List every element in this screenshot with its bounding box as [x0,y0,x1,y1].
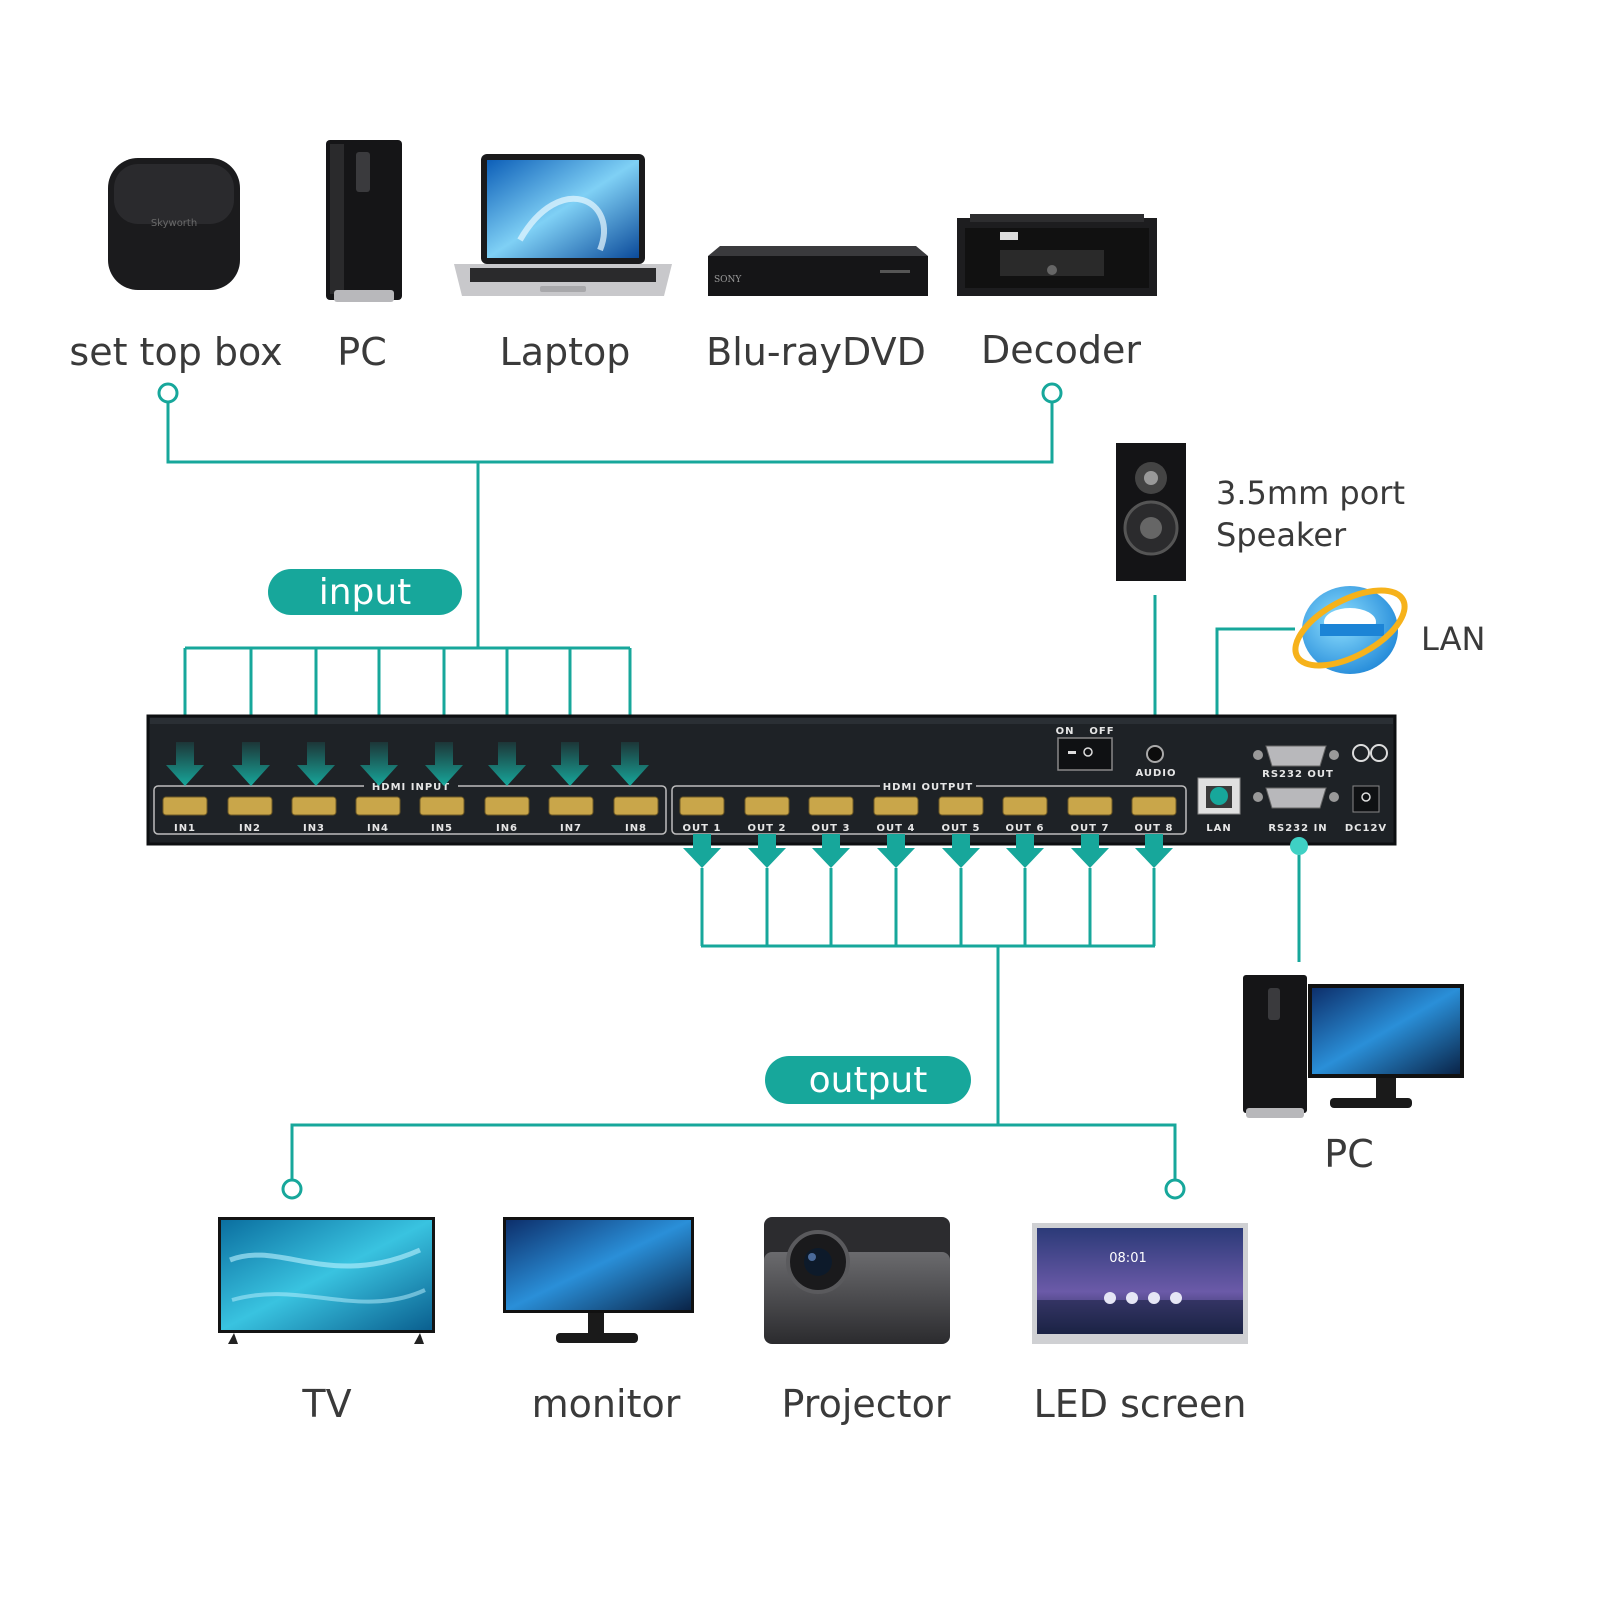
switch-off-label: OFF [1089,726,1114,737]
input-badge: input [268,569,462,615]
hdmi-output-port [808,796,854,816]
decoder-label: Decoder [981,328,1141,372]
led-screen-label: LED screen [1033,1382,1247,1426]
monitor-label: monitor [531,1382,681,1426]
hdmi-input-title: HDMI INPUT [372,782,450,793]
hdmi-input-port [291,796,337,816]
input-port-label: IN4 [367,823,389,834]
bluray-label: Blu-rayDVD [706,330,926,374]
input-port-label: IN3 [303,823,325,834]
hdmi-output-port [873,796,919,816]
projector-label: Projector [781,1382,951,1426]
tv-label: TV [302,1382,352,1426]
hdmi-output-port [1131,796,1177,816]
input-arrows [166,742,649,786]
stb-connector-dot [157,382,179,404]
decoder-icon [957,214,1157,296]
hdmi-matrix-device: HDMI INPUT HDMI OUTPUT IN1 IN2 IN3 IN4 I… [146,714,1397,846]
hdmi-input-ports [162,796,659,816]
lan-port-label: LAN [1206,823,1231,834]
projector-icon [764,1217,950,1344]
bluray-brand-text: SONY [714,275,742,285]
bluray-player-icon: SONY [708,246,928,296]
speaker-icon [1116,443,1186,581]
speaker-label: Speaker [1216,516,1347,554]
monitor-icon [503,1217,694,1343]
dc-label: DC12V [1345,823,1387,834]
pc-source-label: PC [337,330,387,374]
speaker-port-label: 3.5mm port [1216,474,1405,512]
hdmi-input-port [419,796,465,816]
audio-label: AUDIO [1135,768,1176,779]
set-top-box-icon: Skyworth [108,158,240,290]
tv-icon [218,1217,435,1344]
rs232-out-label: RS232 OUT [1262,769,1334,780]
hdmi-output-port [744,796,790,816]
lan-label: LAN [1421,620,1486,658]
input-port-label: IN1 [174,823,196,834]
input-port-label: IN7 [560,823,582,834]
output-port-label: OUT 6 [1006,823,1045,834]
hdmi-input-port [548,796,594,816]
rs232-in-port [1265,787,1327,809]
hdmi-input-port [355,796,401,816]
hdmi-output-title: HDMI OUTPUT [883,782,974,793]
input-port-label: IN2 [239,823,261,834]
output-port-label: OUT 7 [1071,823,1110,834]
input-port-label: IN6 [496,823,518,834]
hdmi-output-port [938,796,984,816]
output-port-label: OUT 4 [877,823,916,834]
hdmi-output-ports [679,796,1177,816]
output-port-label: OUT 8 [1135,823,1174,834]
audio-jack [1146,745,1164,763]
output-wiring [290,868,1177,1182]
hdmi-output-port [679,796,725,816]
ground-terminal [1352,744,1370,762]
rs232-in-dot [1290,837,1308,855]
output-badge: output [765,1056,971,1104]
internet-explorer-icon [1292,586,1408,674]
control-pc-label: PC [1324,1132,1374,1176]
pc-tower-icon [326,140,402,302]
hdmi-input-port [162,796,208,816]
decoder-connector-dot [1041,382,1063,404]
hdmi-input-port [484,796,530,816]
led-connector-dot [1164,1178,1186,1200]
led-clock-text: 08:01 [1109,1251,1146,1266]
hdmi-input-port [613,796,659,816]
hdmi-input-port [227,796,273,816]
set-top-box-label: set top box [69,330,283,374]
stb-brand-text: Skyworth [151,218,197,229]
hdmi-output-port [1067,796,1113,816]
rs232-in-label: RS232 IN [1268,823,1327,834]
laptop-label: Laptop [499,330,631,374]
output-arrows [683,834,1173,868]
output-port-label: OUT 2 [748,823,787,834]
output-port-label: OUT 1 [683,823,722,834]
output-port-label: OUT 3 [812,823,851,834]
led-screen-icon: 08:01 [1032,1223,1248,1344]
control-pc-icon [1243,975,1464,1118]
output-port-label: OUT 5 [942,823,981,834]
input-port-label: IN5 [431,823,453,834]
rs232-out-port [1265,745,1327,767]
dc-jack [1352,785,1380,813]
tv-connector-dot [281,1178,303,1200]
laptop-icon [454,154,672,296]
input-port-label: IN8 [625,823,647,834]
hdmi-output-port [1002,796,1048,816]
switch-on-label: ON [1056,726,1075,737]
